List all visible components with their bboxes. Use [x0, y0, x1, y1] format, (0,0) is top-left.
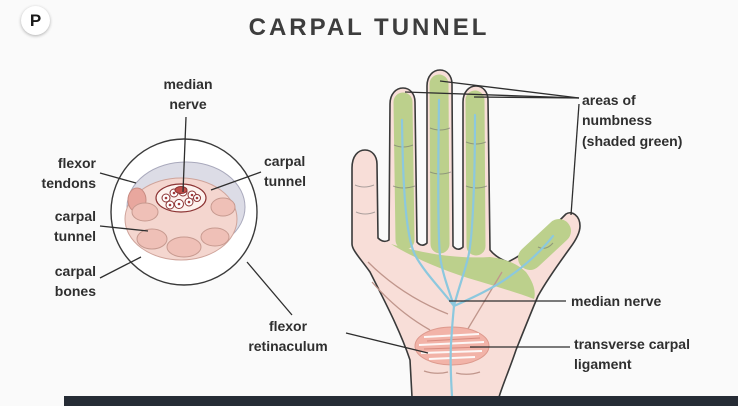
connector-lines — [99, 80, 580, 354]
tendon-dots — [164, 190, 199, 207]
label-carpal-tunnel-left: carpal tunnel — [54, 208, 96, 245]
pinterest-logo-icon: P — [29, 10, 42, 30]
median-nerve-shape — [174, 186, 188, 194]
carpal-bone-shape — [200, 227, 230, 247]
label-carpal-bones: carpal bones — [54, 263, 96, 300]
label-flexor-tendons: flexor tendons — [41, 155, 96, 192]
label-transverse-carpal-ligament: transverse carpal ligament — [574, 336, 690, 373]
hand-illustration — [351, 69, 581, 398]
numbness-palm-area — [391, 244, 535, 299]
cross-section-illustration — [110, 138, 258, 286]
carpal-bone-shape — [210, 197, 236, 217]
carpal-tunnel-cluster — [155, 183, 207, 213]
finger-creases — [354, 127, 554, 249]
footer-bar — [64, 396, 738, 406]
page-title: CARPAL TUNNEL — [248, 14, 490, 41]
label-median-nerve-hand: median nerve — [571, 293, 662, 309]
pinterest-save-button[interactable]: P — [21, 6, 50, 35]
palm-creases — [367, 261, 503, 375]
label-carpal-tunnel-right: carpal tunnel — [264, 153, 306, 190]
label-areas-of-numbness: areas of numbness (shaded green) — [582, 92, 683, 149]
median-nerve-lines — [400, 98, 555, 398]
carpal-bone-shape — [166, 236, 202, 258]
label-flexor-retinaculum: flexor retinaculum — [248, 318, 328, 355]
carpal-bone-shape — [136, 228, 168, 250]
label-median-nerve-cross-section: median nerve — [163, 76, 213, 113]
carpal-bone-shape — [131, 202, 159, 222]
